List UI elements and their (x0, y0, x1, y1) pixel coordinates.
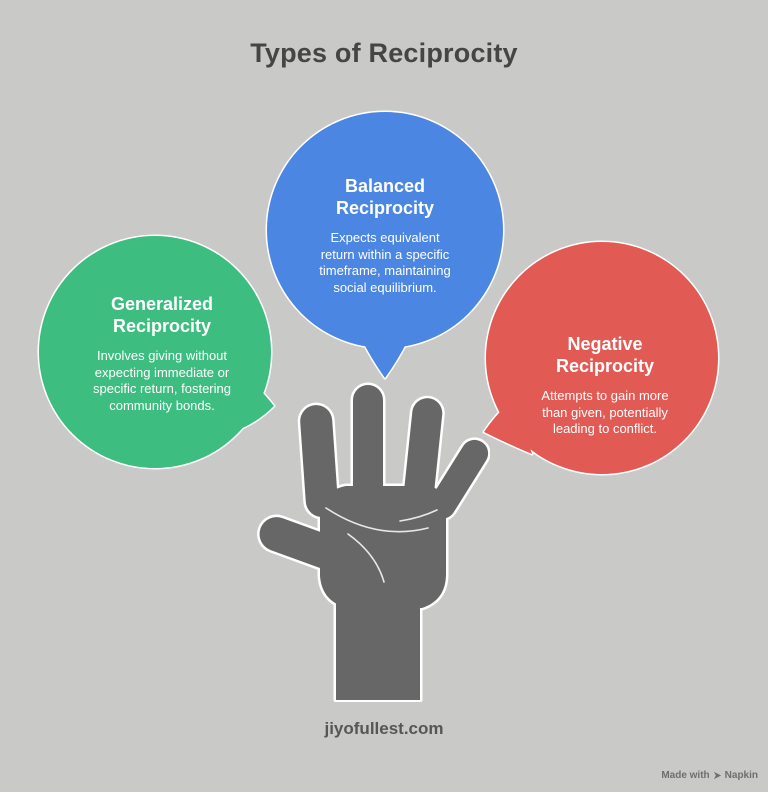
bubble-title-balanced: Balanced Reciprocity (335, 176, 435, 218)
speech-bubble-blue-shape (265, 110, 505, 380)
bubble-generalized-reciprocity: Generalized Reciprocity Involves giving … (36, 234, 288, 474)
open-hand-illustration (257, 382, 490, 702)
bubble-text-block: Balanced Reciprocity Expects equivalent … (258, 176, 512, 296)
speech-bubble-green-shape (37, 234, 276, 470)
footer-website: jiyofullest.com (324, 719, 444, 738)
bubble-title-generalized: Generalized Reciprocity (110, 294, 214, 336)
watermark: Made with Napkin (661, 770, 758, 781)
palm-lines (325, 507, 438, 583)
watermark-brand: Napkin (724, 770, 758, 781)
bubble-body-negative: Attempts to gain more than given, potent… (541, 388, 669, 437)
watermark-prefix: Made with (661, 770, 710, 781)
bubble-title-negative: Negative Reciprocity (555, 334, 655, 376)
napkin-logo-icon (713, 771, 721, 780)
page-title: Types of Reciprocity (250, 38, 518, 68)
bubble-balanced-reciprocity: Balanced Reciprocity Expects equivalent … (258, 106, 512, 388)
hand-fill (259, 385, 489, 700)
bubble-text-block: Generalized Reciprocity Involves giving … (36, 294, 288, 414)
bubble-negative-reciprocity: Negative Reciprocity Attempts to gain mo… (478, 238, 732, 484)
bubble-body-balanced: Expects equivalent return within a speci… (319, 230, 451, 295)
bubble-text-block: Negative Reciprocity Attempts to gain mo… (478, 334, 732, 438)
speech-bubble-red-shape (482, 240, 720, 476)
bubble-body-generalized: Involves giving without expecting immedi… (92, 348, 231, 413)
